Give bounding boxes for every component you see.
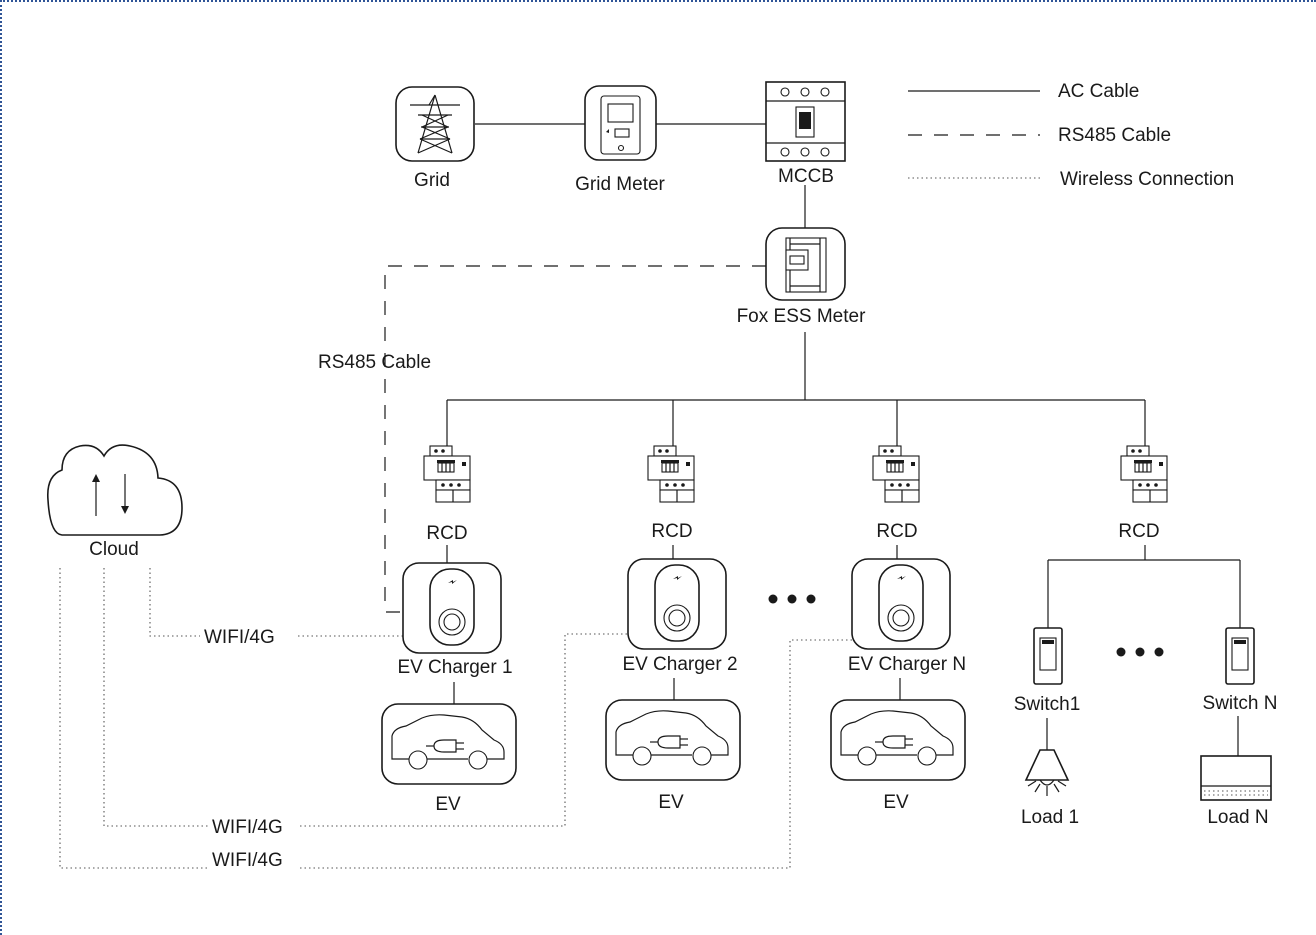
rs485-cable-path xyxy=(384,265,766,613)
rcd-4-icon xyxy=(1120,445,1168,503)
rcd-1-icon xyxy=(423,445,471,503)
wireless-paths xyxy=(59,568,855,869)
rcd-3-icon xyxy=(872,445,920,503)
load-n-box-icon xyxy=(1200,755,1272,801)
ev-2-car-icon xyxy=(605,699,741,781)
rcd-4-label: RCD xyxy=(1118,521,1159,542)
ev-3-label: EV xyxy=(883,792,909,813)
rcd-2-icon xyxy=(647,445,695,503)
mccb-node xyxy=(765,81,846,162)
ev-1-car-icon xyxy=(381,703,517,785)
legend-wireless-label: Wireless Connection xyxy=(1060,169,1234,190)
rcd-3-label: RCD xyxy=(876,521,917,542)
legend-rs485-label: RS485 Cable xyxy=(1058,125,1171,146)
ev-charger-1-label: EV Charger 1 xyxy=(397,657,512,678)
wifi-label-3: WIFI/4G xyxy=(212,850,283,871)
more-chargers-ellipsis xyxy=(768,594,816,604)
cloud-icon xyxy=(46,444,183,536)
rs485-cable-label: RS485 Cable xyxy=(318,352,431,373)
rcd-2-label: RCD xyxy=(651,521,692,542)
ev-charger-2-icon xyxy=(627,558,727,650)
ev-2-label: EV xyxy=(658,792,684,813)
mccb-label: MCCB xyxy=(778,166,834,187)
fox-ess-meter-label: Fox ESS Meter xyxy=(737,306,866,327)
legend-ac-label: AC Cable xyxy=(1058,81,1139,102)
more-switches-ellipsis xyxy=(1116,647,1164,657)
ev-charger-2-label: EV Charger 2 xyxy=(622,654,737,675)
wifi-label-1: WIFI/4G xyxy=(204,627,275,648)
grid-node xyxy=(395,86,475,162)
ev-3-car-icon xyxy=(830,699,966,781)
load-1-label: Load 1 xyxy=(1021,807,1079,828)
cloud-label: Cloud xyxy=(89,539,139,560)
ac-cables xyxy=(446,123,1241,756)
ev-charger-n-label: EV Charger N xyxy=(848,654,966,675)
grid-meter-node xyxy=(584,85,657,161)
switch-1-label: Switch1 xyxy=(1014,694,1081,715)
load-n-label: Load N xyxy=(1207,807,1268,828)
switch-n-label: Switch N xyxy=(1203,693,1278,714)
upload-arrow-icon xyxy=(92,474,100,516)
grid-label: Grid xyxy=(414,170,450,191)
grid-meter-label: Grid Meter xyxy=(575,174,665,195)
switch-n-icon xyxy=(1225,627,1255,685)
rcd-1-label: RCD xyxy=(426,523,467,544)
ev-charger-n-icon xyxy=(851,558,951,650)
switch-1-icon xyxy=(1033,627,1063,685)
ev-charger-1-icon xyxy=(402,562,502,654)
wifi-label-2: WIFI/4G xyxy=(212,817,283,838)
lamp-icon xyxy=(1024,749,1070,796)
cloud-node xyxy=(46,444,183,536)
download-arrow-icon xyxy=(121,474,129,514)
grid-tower-icon xyxy=(395,86,475,162)
fox-ess-meter-node xyxy=(765,227,846,301)
ev-1-label: EV xyxy=(435,794,461,815)
legend: AC Cable RS485 Cable Wireless Connection xyxy=(908,81,1234,190)
